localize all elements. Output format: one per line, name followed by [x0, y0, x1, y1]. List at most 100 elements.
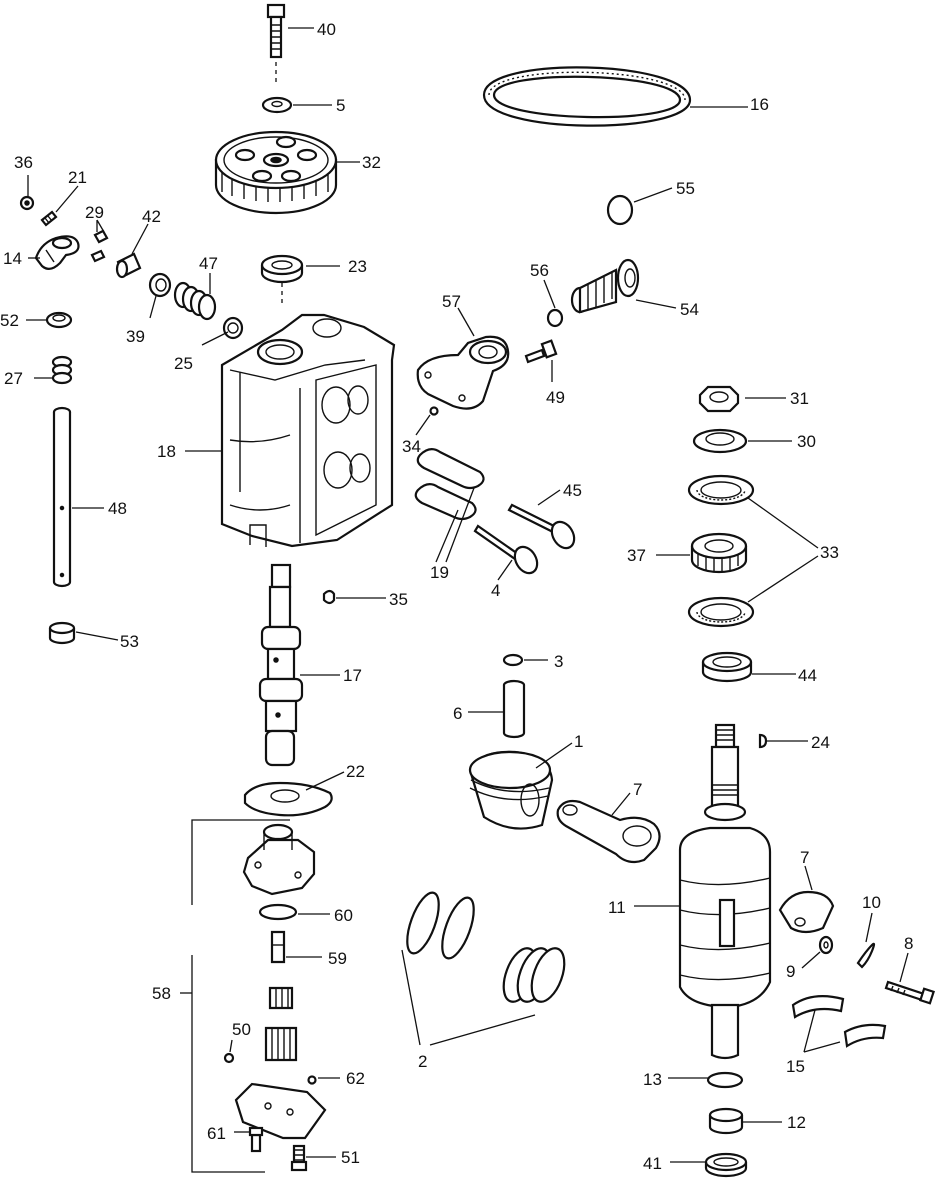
- callout-2: 2: [418, 1052, 427, 1071]
- callout-41: 41: [643, 1154, 662, 1173]
- gear-32-drawing: [214, 130, 338, 215]
- callout-57: 57: [442, 292, 461, 311]
- callout-56: 56: [530, 261, 549, 280]
- callout-40: 40: [317, 20, 336, 39]
- leader-lines: [26, 27, 909, 1163]
- callout-29: 29: [85, 203, 104, 222]
- callout-44: 44: [798, 666, 817, 685]
- callout-27: 27: [4, 369, 23, 388]
- nut-31-drawing: [698, 385, 740, 413]
- callout-53: 53: [120, 632, 139, 651]
- bearing-15-drawing: [791, 994, 887, 1048]
- callout-58: 58: [152, 984, 171, 1003]
- bolt-49-drawing: [524, 339, 558, 364]
- washer-9-drawing: [818, 935, 834, 955]
- callout-35: 35: [389, 590, 408, 609]
- gear-37-drawing: [690, 532, 748, 574]
- bushing-42-drawing: [115, 252, 142, 279]
- callout-60: 60: [334, 906, 353, 925]
- callout-labels: 40 5 32 16 55 36 21 29 42 14 47 23 56 54…: [0, 20, 913, 1173]
- valve-45-drawing: [507, 503, 576, 550]
- callout-5: 5: [336, 96, 345, 115]
- callout-16: 16: [750, 95, 769, 114]
- callout-31: 31: [790, 389, 809, 408]
- callout-25: 25: [174, 354, 193, 373]
- pin-6-drawing: [502, 679, 526, 739]
- pump-gears-drawing: [264, 986, 298, 1062]
- callout-37: 37: [627, 546, 646, 565]
- oring-60-drawing: [258, 903, 298, 921]
- callout-54: 54: [680, 300, 699, 319]
- bracket-58-drawing: [191, 819, 290, 1173]
- seal-44-drawing: [701, 651, 753, 683]
- callout-34: 34: [402, 437, 421, 456]
- callout-13: 13: [643, 1070, 662, 1089]
- pump-cover-drawing: [234, 1082, 327, 1140]
- callout-36: 36: [14, 153, 33, 172]
- ball-62-drawing: [307, 1075, 317, 1085]
- valve-4-drawing: [473, 524, 539, 575]
- callout-42: 42: [142, 207, 161, 226]
- callout-55: 55: [676, 179, 695, 198]
- rings-2-drawing: [406, 891, 566, 1003]
- clip-10-drawing: [856, 942, 876, 969]
- piston-1-drawing: [468, 750, 554, 830]
- nut-36-drawing: [19, 195, 35, 211]
- spring-27-drawing: [51, 355, 73, 385]
- seal-23-drawing: [260, 254, 304, 305]
- callout-21: 21: [68, 168, 87, 187]
- screw-61-drawing: [248, 1126, 264, 1153]
- callout-52: 52: [0, 311, 19, 330]
- callout-33: 33: [820, 543, 839, 562]
- callout-62: 62: [346, 1069, 365, 1088]
- callout-11: 11: [608, 898, 626, 917]
- shaft-59-drawing: [270, 930, 286, 964]
- rod-7-drawing: [556, 799, 661, 864]
- spring-47-drawing: [173, 281, 217, 321]
- callout-49: 49: [546, 388, 565, 407]
- shaft-48-drawing: [52, 406, 72, 588]
- screw-51-drawing: [290, 1144, 308, 1172]
- belt-16-drawing: [482, 66, 692, 127]
- callout-14: 14: [3, 249, 22, 268]
- callout-12: 12: [787, 1113, 806, 1132]
- callout-4: 4: [491, 581, 500, 600]
- callout-19: 19: [430, 563, 449, 582]
- seal-41-drawing: [704, 1152, 748, 1178]
- callout-7-cap: 7: [800, 848, 809, 867]
- key-35-drawing: [322, 589, 336, 605]
- callout-50: 50: [232, 1020, 251, 1039]
- crankshaft-11-drawing: [678, 723, 772, 1060]
- callout-23: 23: [348, 257, 367, 276]
- keys-29-drawing: [90, 229, 109, 263]
- callout-30: 30: [797, 432, 816, 451]
- housing-57-drawing: [416, 335, 510, 410]
- filter-54-drawing: [570, 258, 640, 314]
- callout-24: 24: [811, 733, 830, 752]
- bolt-8-drawing: [884, 980, 935, 1005]
- callout-59: 59: [328, 949, 347, 968]
- callout-7-rod: 7: [633, 780, 642, 799]
- callout-22: 22: [346, 762, 365, 781]
- callout-39: 39: [126, 327, 145, 346]
- callout-6: 6: [453, 704, 462, 723]
- screw-21-drawing: [40, 210, 58, 227]
- camshaft-17-drawing: [258, 563, 304, 767]
- oring-13-drawing: [706, 1071, 744, 1089]
- callout-9: 9: [786, 962, 795, 981]
- bushing-12-drawing: [708, 1107, 744, 1135]
- gasket-22-drawing: [243, 781, 333, 817]
- key-24-drawing: [758, 733, 768, 749]
- callout-51: 51: [341, 1148, 360, 1167]
- bushing-53-drawing: [48, 621, 76, 645]
- ring-3-drawing: [502, 653, 524, 667]
- callout-8: 8: [904, 934, 913, 953]
- lever-14-drawing: [34, 235, 80, 270]
- cylinder-head-18-drawing: [220, 313, 396, 548]
- seal-39-drawing: [148, 272, 172, 298]
- oring-56-drawing: [546, 308, 564, 328]
- callout-10: 10: [862, 893, 881, 912]
- callout-15: 15: [786, 1057, 805, 1076]
- plates-33-drawing: [687, 474, 755, 628]
